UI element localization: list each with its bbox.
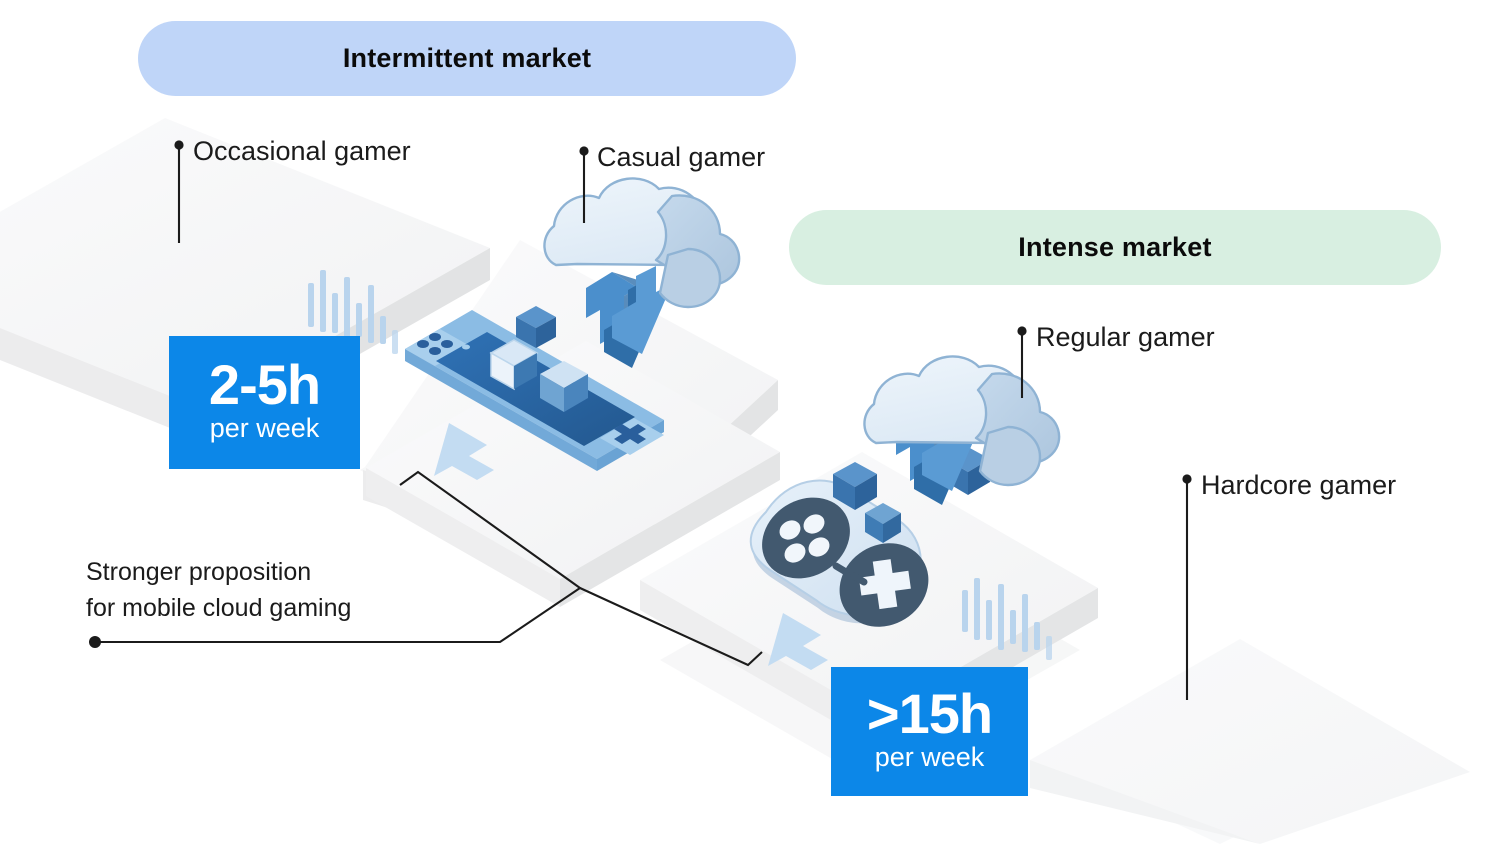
hours-badge-intense-unit: per week bbox=[874, 741, 985, 772]
callout-label-casual-gamer: Casual gamer bbox=[597, 142, 766, 172]
market-pill-intermittent-label: Intermittent market bbox=[342, 43, 592, 73]
leader-dot-casual bbox=[579, 146, 589, 156]
proposition-note-line1: Stronger proposition bbox=[86, 558, 312, 586]
phone-game-controller-icon bbox=[405, 310, 664, 471]
proposition-connector bbox=[96, 470, 763, 667]
download-arrow-icon bbox=[604, 266, 672, 368]
swipe-arrow-icon bbox=[434, 423, 494, 480]
market-pill-intense: Intense market bbox=[789, 210, 1441, 285]
casual-platform bbox=[363, 240, 780, 607]
cloud-icon-2 bbox=[863, 355, 1061, 487]
leader-dot-regular bbox=[1017, 326, 1027, 336]
hardcore-platform bbox=[1030, 639, 1470, 844]
audio-waveform-icon-2 bbox=[962, 578, 1052, 660]
callout-label-regular-gamer: Regular gamer bbox=[1036, 322, 1215, 352]
cloud-icon bbox=[543, 177, 741, 309]
hours-badge-intermittent-value: 2-5h bbox=[208, 352, 321, 416]
proposition-note: Stronger proposition for mobile cloud ga… bbox=[86, 555, 466, 626]
market-pill-intermittent: Intermittent market bbox=[138, 21, 796, 96]
cube-icon-group-left bbox=[489, 306, 588, 412]
hours-badge-intense-value: >15h bbox=[866, 681, 993, 745]
hours-badge-intermittent-unit: per week bbox=[209, 412, 320, 443]
proposition-note-line2: for mobile cloud gaming bbox=[86, 593, 352, 622]
market-pill-intense-label: Intense market bbox=[1018, 232, 1212, 262]
audio-waveform-icon bbox=[308, 270, 398, 354]
hours-badge-intense: >15h per week bbox=[831, 667, 1028, 796]
leader-dot-hardcore bbox=[1182, 474, 1192, 484]
callout-label-occasional-gamer: Occasional gamer bbox=[193, 136, 411, 166]
callout-label-hardcore-gamer: Hardcore gamer bbox=[1201, 470, 1397, 500]
download-arrow-icon-2 bbox=[914, 403, 982, 505]
hours-badge-intermittent: 2-5h per week bbox=[169, 336, 360, 469]
swipe-arrow-icon-2 bbox=[768, 613, 828, 670]
proposition-bullet bbox=[89, 636, 101, 648]
leader-dot-occasional bbox=[174, 140, 184, 150]
